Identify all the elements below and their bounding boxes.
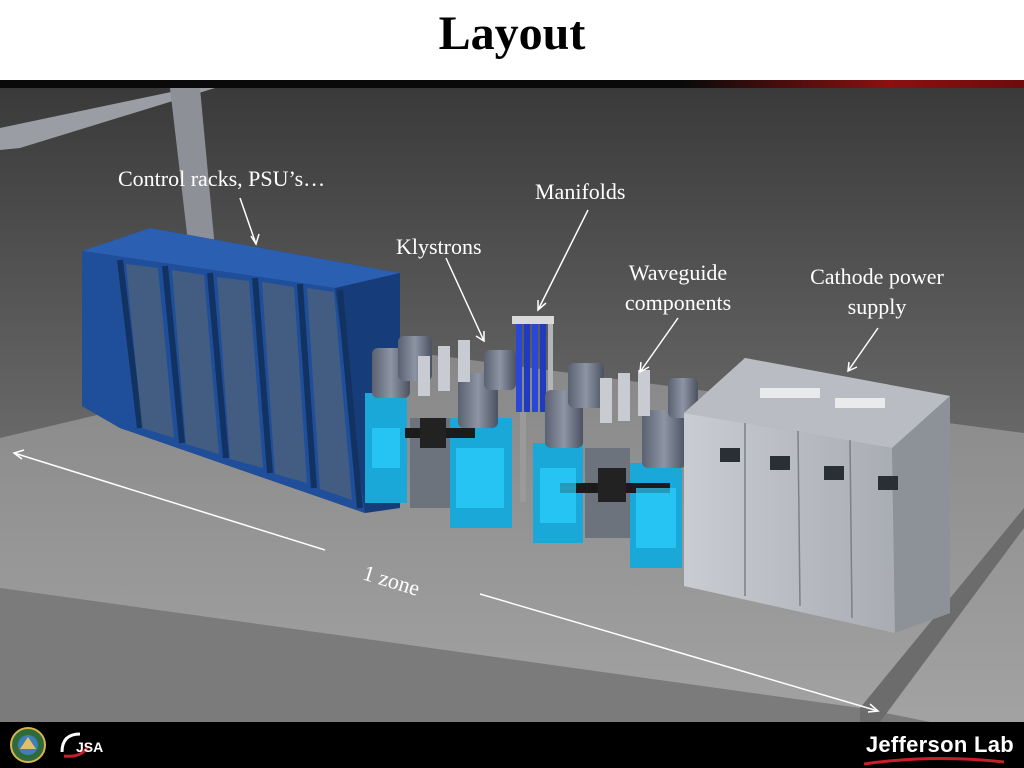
label-control-racks: Control racks, PSU’s… [118,166,326,191]
label-waveguide-line2: components [624,290,732,315]
label-cathode-line2: supply [847,294,907,319]
manifolds [512,316,554,502]
jsa-logo-icon: JSA [60,732,103,758]
layout-render: Control racks, PSU’s… Manifolds Klystron… [0,88,1024,722]
jefferson-lab-logo: Jefferson Lab [863,732,1014,766]
label-waveguide-line1: Waveguide [628,260,728,285]
label-waveguide-components: Waveguide components [612,258,744,318]
jefferson-lab-wordmark: Jefferson Lab [865,732,1014,757]
label-klystrons: Klystrons [396,234,482,259]
annotation-arrows [12,197,880,713]
klystron-group-left [365,336,516,528]
slide-title: Layout [438,7,586,60]
jefferson-lab-swoosh-icon [863,756,1004,766]
klystron-group-right [533,363,698,568]
jsa-logo: JSA [58,728,106,762]
cathode-power-supply [684,358,950,633]
label-manifolds: Manifolds [535,179,626,204]
title-bar: Layout [0,0,1024,80]
doe-seal-logo-icon [10,727,46,763]
equipment-render [0,88,1024,722]
control-racks [82,228,400,513]
title-divider-accent [684,80,1024,88]
title-divider [0,80,1024,88]
label-cathode-power-supply: Cathode power supply [796,262,958,322]
label-cathode-line1: Cathode power [810,264,944,289]
footer-bar: JSA Jefferson Lab [0,722,1024,768]
jsa-logo-text: JSA [76,739,103,755]
